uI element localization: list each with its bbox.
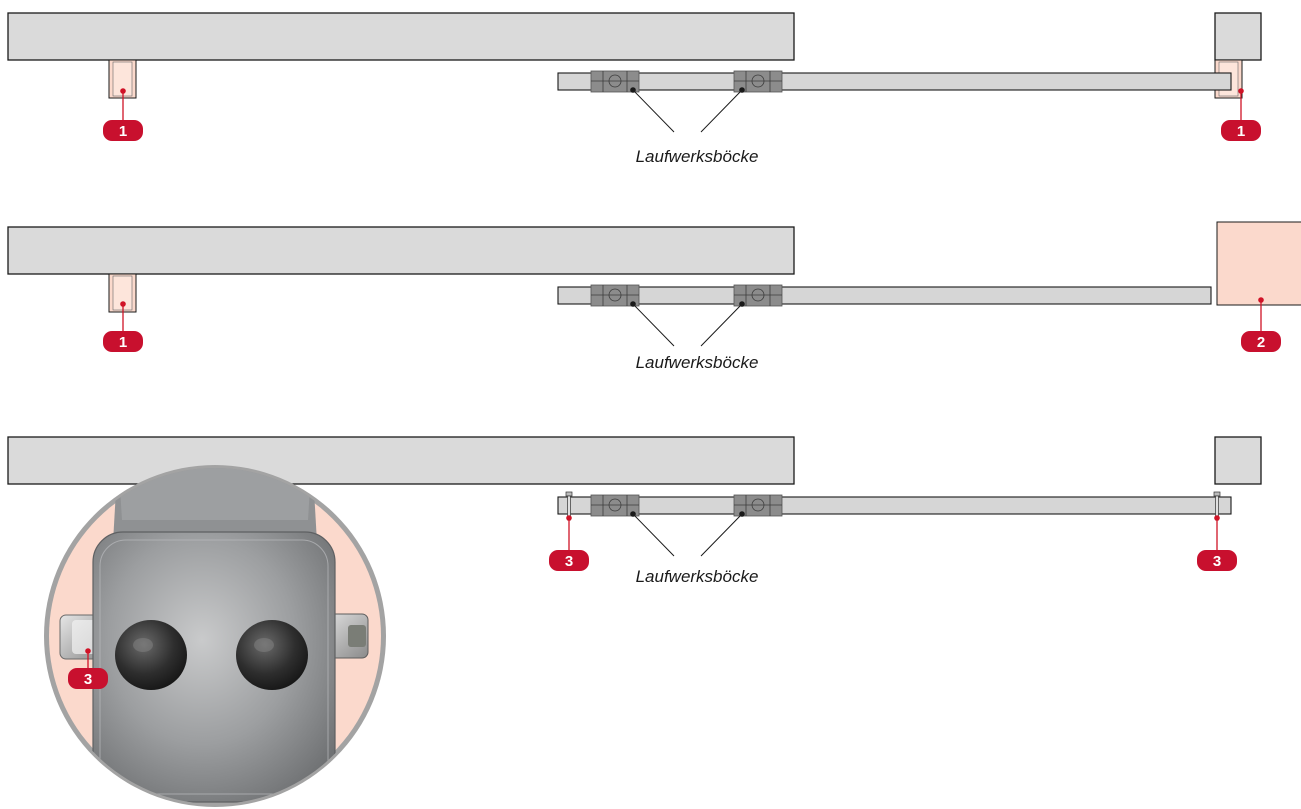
running-truck [733, 494, 783, 517]
svg-text:1: 1 [119, 334, 127, 351]
detail-photo-end-stop: 3 [44, 465, 386, 807]
gate-rail [557, 72, 1232, 91]
wall-beam [7, 12, 795, 61]
row-1-variant: Laufwerksböcke 1 1 [7, 12, 1262, 166]
callout-marker-1: 1 [103, 331, 143, 352]
wall-beam [7, 436, 795, 485]
truck-label: Laufwerksböcke [636, 567, 759, 586]
running-truck [590, 70, 640, 93]
running-truck [733, 284, 783, 307]
row-2-variant: Laufwerksböcke 1 2 [7, 221, 1301, 372]
svg-text:3: 3 [1213, 553, 1221, 570]
truck-label: Laufwerksböcke [636, 353, 759, 372]
wall-post [1214, 436, 1262, 485]
running-truck [733, 70, 783, 93]
callout-marker-3: 3 [549, 550, 589, 571]
callout-marker-2: 2 [1241, 331, 1281, 352]
callout-marker-3: 3 [1197, 550, 1237, 571]
callout-marker-3: 3 [68, 668, 108, 689]
wall-post [1214, 12, 1262, 61]
running-truck [590, 494, 640, 517]
gate-rail [557, 286, 1212, 305]
running-truck [590, 284, 640, 307]
stop-block [1216, 221, 1301, 306]
wall-beam [7, 226, 795, 275]
callout-marker-1: 1 [1221, 120, 1261, 141]
truck-label: Laufwerksböcke [636, 147, 759, 166]
svg-text:1: 1 [1237, 123, 1245, 140]
gate-rail [557, 496, 1232, 515]
svg-text:3: 3 [565, 553, 573, 570]
callout-marker-1: 1 [103, 120, 143, 141]
svg-text:2: 2 [1257, 334, 1265, 351]
svg-text:3: 3 [84, 671, 92, 688]
svg-text:1: 1 [119, 123, 127, 140]
row-3-variant: Laufwerksböcke 3 3 [7, 436, 1262, 586]
